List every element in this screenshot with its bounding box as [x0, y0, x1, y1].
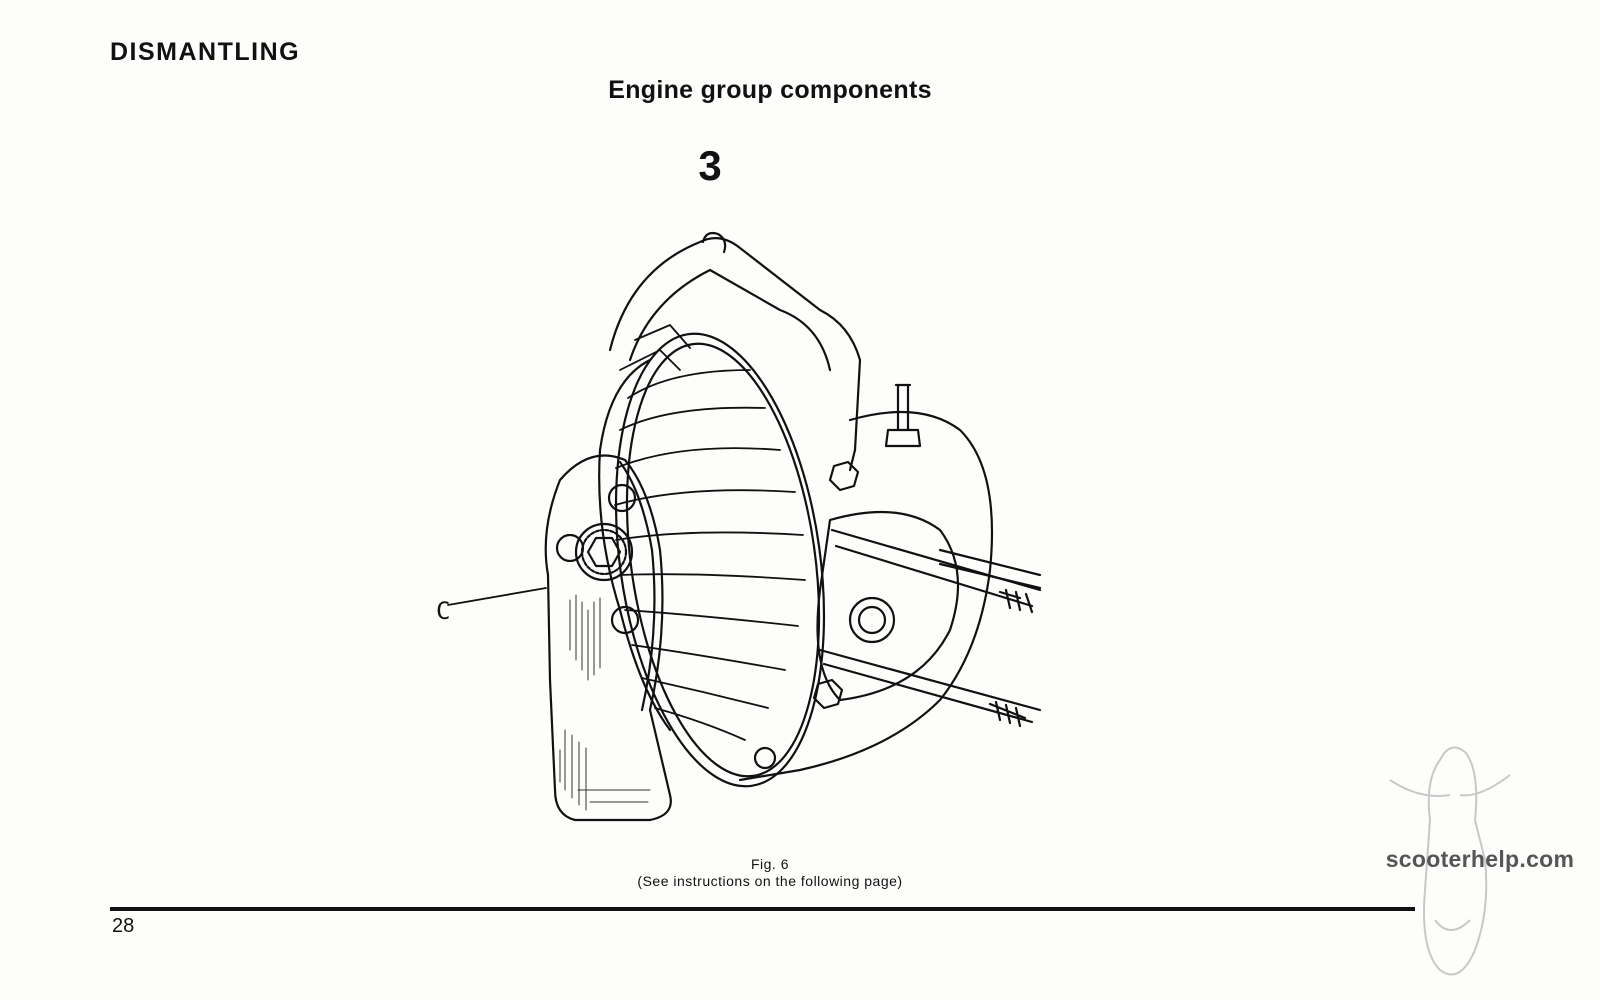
top-stud-base [884, 428, 922, 448]
figure-caption: Fig. 6 (See instructions on the followin… [560, 856, 980, 890]
top-stud [894, 383, 912, 432]
part-c-leader [447, 587, 547, 606]
scooter-watermark-icon [1389, 746, 1511, 976]
engine-diagram [447, 231, 1042, 822]
stud-thread-a [998, 588, 1034, 614]
fan-rim [614, 332, 826, 788]
fan-fins-top [619, 324, 691, 371]
extractor-edge [618, 460, 656, 712]
hex-nut-top [828, 460, 860, 492]
extractor-center-nut [586, 536, 622, 568]
fan-shroud [608, 237, 862, 472]
fan-blades [614, 369, 806, 741]
shroud-lip [701, 231, 727, 254]
extractor-center-ring [574, 522, 634, 582]
crankcase [738, 410, 994, 782]
fan-hub-outline [598, 358, 672, 732]
crankcase-flange [816, 510, 960, 702]
part-c-label: C [436, 597, 451, 625]
extractor-hatching [559, 594, 651, 811]
shroud-inner [628, 268, 832, 372]
hex-nut-bottom [812, 678, 844, 710]
section-title: DISMANTLING [110, 38, 301, 66]
extractor-center-gear [580, 528, 628, 576]
bearing-boss [848, 596, 896, 644]
extractor-bolt-bottom [610, 605, 640, 635]
footer-rule [110, 907, 1415, 911]
page-number: 28 [112, 915, 135, 937]
figure-number: Fig. 6 [750, 856, 789, 872]
figure-note: (See instructions on the following page) [637, 873, 903, 889]
fan-rim-inner [625, 342, 821, 778]
bottom-boss [753, 746, 777, 770]
bearing-boss-inner [857, 605, 887, 635]
watermark-site-text: scooterhelp.com [1385, 846, 1575, 872]
extractor-bolt-top [607, 483, 637, 513]
extractor-plate [544, 454, 672, 822]
page-subtitle: Engine group components [608, 76, 932, 104]
stud-mid [938, 548, 1042, 590]
step-number: 3 [698, 142, 722, 189]
stud-thread-b [988, 700, 1027, 728]
